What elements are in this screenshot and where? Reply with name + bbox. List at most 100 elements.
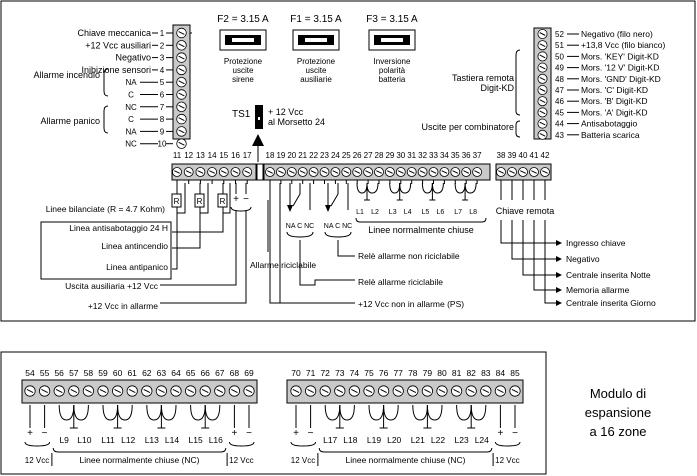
left-terminal-number: 3: [160, 54, 165, 63]
terminal-screw: [24, 385, 36, 397]
terminal-screw: [176, 89, 187, 100]
zone-label: L18: [343, 435, 357, 445]
zone-pair: L21 L22: [411, 404, 445, 445]
terminal-screw: [68, 385, 80, 397]
terminal-screw: [185, 385, 197, 397]
terminal-screw: [176, 52, 187, 63]
terminal-screw: [540, 167, 550, 177]
terminal-screw: [97, 385, 109, 397]
terminal-screw: [518, 167, 528, 177]
zone-label: L5: [422, 209, 430, 216]
left-terminal-labels: Chiave meccanica+12 Vcc ausiliariNegativ…: [77, 28, 158, 75]
fuse-window: [381, 38, 403, 42]
expansion-number: 67: [215, 368, 225, 378]
terminal-number: 25: [342, 151, 351, 160]
left-terminal-number: 10: [158, 140, 167, 149]
expansion-number: 68: [230, 368, 240, 378]
terminal-number: 19: [276, 151, 285, 160]
zone-label: L24: [475, 435, 489, 445]
terminal-screw: [509, 385, 521, 397]
zone-label: L22: [431, 435, 445, 445]
expansion-number: 62: [142, 368, 152, 378]
terminal-screw: [304, 385, 317, 397]
terminal-screw: [218, 167, 229, 177]
terminal-screw: [352, 167, 363, 177]
zone-label: L21: [411, 435, 425, 445]
expansion-number: 56: [54, 368, 64, 378]
zone-label: L15: [189, 435, 203, 445]
expansion-number: 54: [25, 368, 35, 378]
right-terminal-label: Batteria scarica: [581, 130, 640, 140]
terminal-screw: [176, 64, 187, 76]
terminal-number: 42: [541, 151, 550, 160]
terminal-screw: [537, 51, 548, 62]
terminal-number: 17: [243, 151, 252, 160]
panic-brace: [103, 105, 109, 134]
right-terminal-number: 48: [555, 75, 564, 84]
right-terminal-number: 51: [555, 41, 564, 50]
terminal-screw: [265, 167, 275, 177]
terminal-screw: [494, 385, 506, 397]
line-types-box: [40, 221, 172, 280]
expansion-number: 75: [364, 368, 374, 378]
terminal-screw: [207, 167, 218, 177]
terminal-screw: [363, 167, 374, 177]
terminal-screw: [450, 167, 461, 177]
expansion-number: 84: [496, 368, 506, 378]
terminal-screw: [537, 40, 548, 51]
fuse-title: F2 = 3.15 A: [217, 14, 269, 25]
expansion-number: 80: [437, 368, 447, 378]
minus-sign: −: [246, 428, 252, 439]
terminal-number: 36: [462, 151, 471, 160]
terminal-number: 24: [331, 151, 340, 160]
svg-text:R: R: [174, 197, 180, 206]
terminal-screw: [537, 129, 548, 140]
expansion-number: 82: [466, 368, 476, 378]
fuse-caption: Protezione: [224, 57, 263, 66]
zone-label: L13: [145, 435, 159, 445]
middle-annotation: Allarme riciclabile: [250, 260, 316, 270]
terminal-screw: [319, 167, 330, 177]
expansion-number: 85: [510, 368, 520, 378]
terminal-screw: [286, 167, 297, 177]
terminal-screw: [195, 167, 206, 177]
terminal-screw: [496, 167, 506, 177]
left-annotation: +12 Vcc in allarme: [88, 301, 158, 311]
terminal-screw: [141, 385, 153, 397]
right-terminal-label: Mors. 'A' Digit-KD: [581, 107, 648, 117]
terminal-number: 37: [473, 151, 482, 160]
terminal-screw: [155, 385, 167, 397]
left-terminal-number: 2: [160, 41, 165, 50]
middle-annotation: Relè allarme non riciclabile: [358, 251, 460, 261]
plus-sign: +: [233, 194, 239, 205]
terminal-number: 35: [451, 151, 460, 160]
pin-letter: NC: [125, 140, 137, 149]
ts1-note-1: + 12 Vcc: [268, 107, 304, 117]
terminal-number: 30: [396, 151, 405, 160]
pin-letter: NA: [125, 78, 137, 87]
terminal-number: 38: [497, 151, 506, 160]
key-arrow: [556, 287, 562, 293]
terminal-screw: [176, 101, 187, 113]
terminal-number: 31: [407, 151, 416, 160]
expansion-number: 76: [379, 368, 389, 378]
right-annotation: Centrale inserita Notte: [566, 270, 651, 280]
expansion-number: 83: [481, 368, 491, 378]
terminal-number: 40: [519, 151, 528, 160]
nc-brace: [318, 447, 493, 453]
terminal-screw: [183, 167, 194, 177]
terminal-screw: [172, 167, 182, 177]
right-terminal-number: 45: [555, 108, 564, 117]
expansion-number: 58: [84, 368, 94, 378]
jumper-link: [256, 163, 264, 181]
terminal-number: 23: [320, 151, 329, 160]
left-annotation: Linee bilanciate (R = 4.7 Kohm): [46, 204, 165, 214]
minus-sign: −: [512, 428, 518, 439]
terminal-screw: [176, 76, 187, 88]
plus-sign: +: [497, 428, 503, 439]
left-terminal-number: 6: [160, 91, 165, 100]
